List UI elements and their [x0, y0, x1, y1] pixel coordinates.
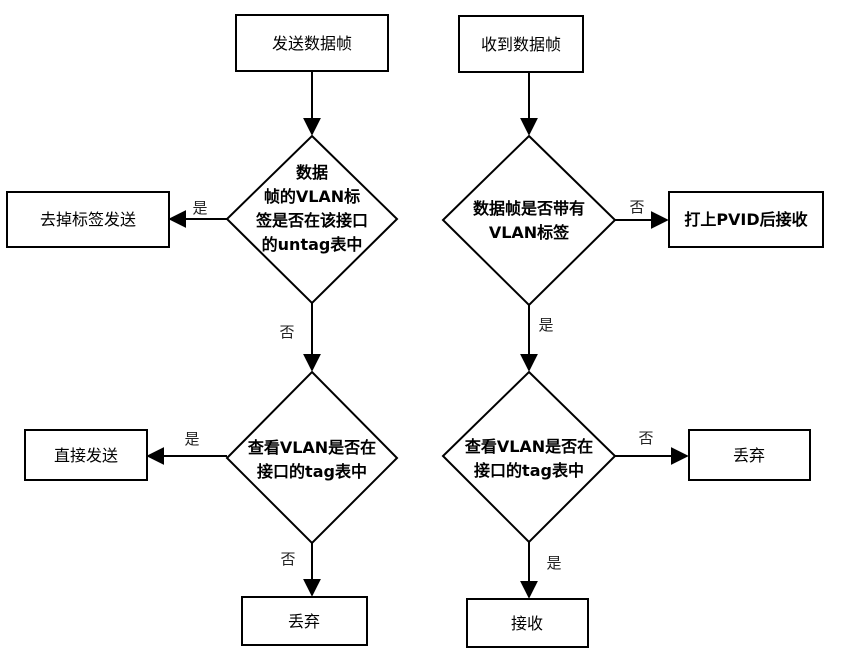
node-pvid-recv: 打上PVID后接收	[668, 191, 824, 248]
tag-right-line-1: 查看VLAN是否在	[465, 437, 593, 456]
node-direct-send: 直接发送	[24, 429, 148, 481]
svg-text:丢弃: 丢弃	[733, 446, 765, 465]
label-vlan-yes: 是	[538, 316, 553, 334]
node-vlan-tag-check: 数据帧是否带有 VLAN标签	[441, 134, 617, 307]
svg-text:打上PVID后接收: 打上PVID后接收	[684, 210, 807, 229]
node-recv-frame: 收到数据帧	[458, 15, 584, 73]
untag-check-line-3: 签是否在该接口	[255, 211, 368, 230]
tag-left-line-2: 接口的tag表中	[257, 462, 367, 481]
label-tag-left-no: 否	[280, 550, 295, 568]
vlan-check-line-2: VLAN标签	[489, 223, 570, 242]
tag-left-line-1: 查看VLAN是否在	[248, 438, 376, 457]
svg-text:直接发送: 直接发送	[54, 446, 118, 465]
svg-text:去掉标签发送: 去掉标签发送	[40, 210, 136, 229]
untag-check-line-4: 的untag表中	[262, 235, 363, 254]
svg-text:收到数据帧: 收到数据帧	[481, 35, 561, 54]
node-strip-send: 去掉标签发送	[6, 191, 170, 248]
label-vlan-no: 否	[629, 198, 644, 216]
node-send-frame: 发送数据帧	[235, 14, 389, 72]
node-untag-check: 数据 帧的VLAN标 签是否在该接口 的untag表中	[225, 134, 399, 305]
label-tag-left-yes: 是	[184, 430, 199, 448]
untag-check-line-1: 数据	[296, 163, 328, 182]
label-untag-no: 否	[279, 323, 294, 341]
svg-text:接收: 接收	[511, 614, 543, 633]
svg-text:发送数据帧: 发送数据帧	[272, 34, 352, 53]
node-discard-right: 丢弃	[688, 429, 811, 481]
node-accept: 接收	[466, 598, 589, 648]
node-discard-left: 丢弃	[241, 596, 368, 646]
svg-text:丢弃: 丢弃	[288, 612, 320, 631]
label-tag-right-yes: 是	[546, 554, 561, 572]
tag-right-line-2: 接口的tag表中	[474, 461, 584, 480]
untag-check-line-2: 帧的VLAN标	[264, 187, 360, 206]
label-untag-yes: 是	[192, 199, 207, 217]
vlan-check-line-1: 数据帧是否带有	[473, 199, 585, 218]
node-tag-check-left: 查看VLAN是否在 接口的tag表中	[225, 370, 399, 545]
label-tag-right-no: 否	[638, 429, 653, 447]
node-tag-check-right: 查看VLAN是否在 接口的tag表中	[441, 370, 617, 544]
